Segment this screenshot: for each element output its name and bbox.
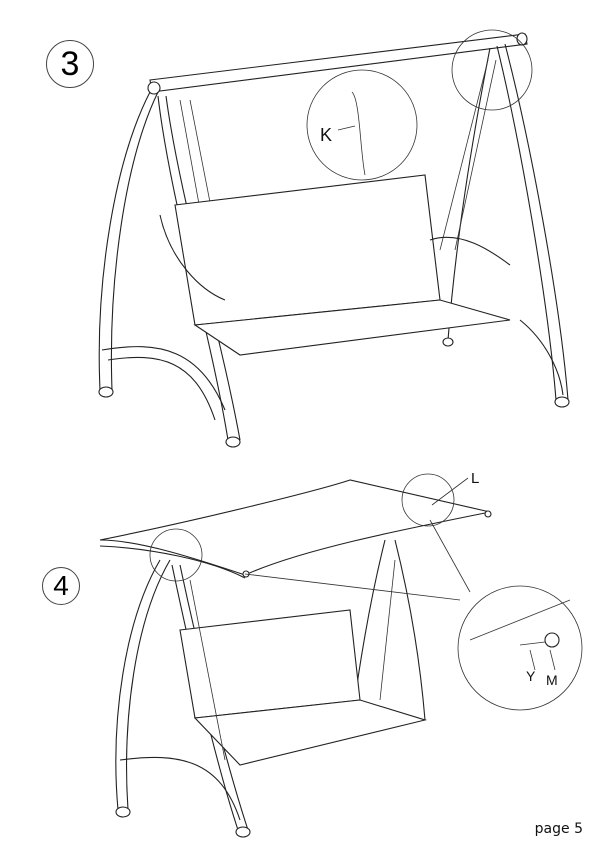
page-number: page 5 <box>534 821 583 837</box>
step-3-number: 3 <box>60 44 80 83</box>
callout-label-y: Y <box>526 668 536 684</box>
step-4-number: 4 <box>53 570 69 601</box>
callout-label-m: M <box>546 672 558 688</box>
step-4-number-badge: 4 <box>42 567 80 605</box>
callout-label-k: K <box>320 125 333 145</box>
step-3-number-badge: 3 <box>46 40 94 88</box>
callout-label-l: L <box>471 470 480 487</box>
